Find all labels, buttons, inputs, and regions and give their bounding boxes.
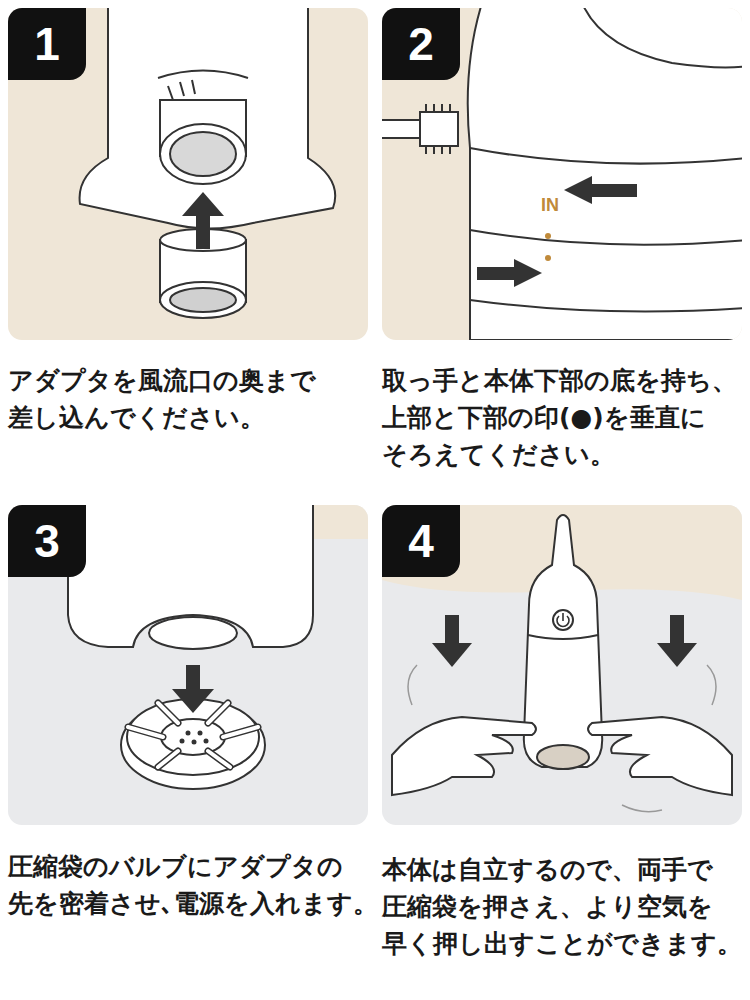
step-caption: 圧縮袋のバルブにアダプタの 先を密着させ､電源を入れます。 xyxy=(8,848,380,922)
step-panel: 1 xyxy=(8,8,368,340)
step-panel: 3 xyxy=(8,505,368,825)
step-panel: 2 xyxy=(382,8,742,340)
orientation-mark: IN xyxy=(541,195,581,215)
panel-1-art xyxy=(8,3,368,340)
step-number: 4 xyxy=(382,505,460,577)
panel-2-art xyxy=(382,3,747,340)
step-number: 3 xyxy=(8,505,86,577)
panel-4-art xyxy=(382,505,742,825)
step-number: 2 xyxy=(382,8,460,80)
panel-3-art xyxy=(8,500,368,825)
step-number: 1 xyxy=(8,8,86,80)
step-caption: 本体は自立するので、両手で 圧縮袋を押さえ、より空気を 早く押し出すことができま… xyxy=(382,851,748,962)
step-panel: 4 xyxy=(382,505,742,825)
step-caption: アダプタを風流口の奥まで 差し込んでください。 xyxy=(8,362,380,436)
step-caption: 取っ手と本体下部の底を持ち、 上部と下部の印(●)を垂直に そろえてください。 xyxy=(382,362,748,473)
